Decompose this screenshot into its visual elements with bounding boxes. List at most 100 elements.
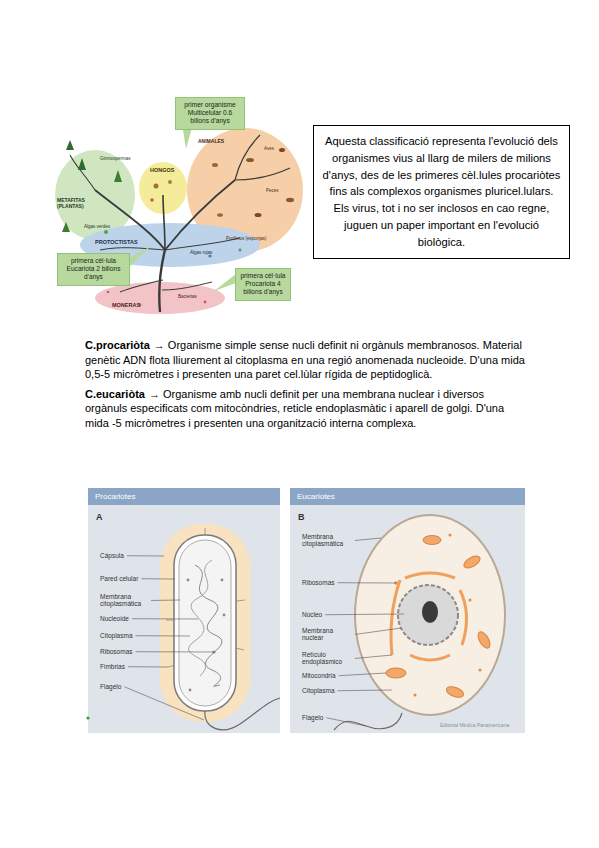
eukaryote-cell-part [449, 534, 452, 537]
part-label: Núcleo [302, 611, 322, 618]
leader-line [127, 555, 164, 556]
part-label: Pared celular [100, 575, 138, 582]
note-box: Aquesta classificació representa l'evolu… [313, 125, 570, 259]
prokaryote-cell-part [187, 579, 190, 582]
prokaryote-cell [160, 524, 280, 730]
prokaryote-cell-part [223, 614, 226, 617]
callout-pointer-part [214, 274, 236, 291]
panel-letter: A [96, 512, 103, 522]
tree-of-life-part [95, 190, 165, 250]
tree-label: Algas verdes [84, 224, 110, 229]
part-label: Citoplasma [302, 687, 335, 694]
leader-line [355, 655, 392, 658]
part-label: Membrana nuclear [302, 627, 352, 642]
tree-of-life-part [212, 163, 218, 167]
bullet-dot [86, 716, 89, 719]
tree-of-life-part [154, 184, 159, 189]
prokaryote-cell-part [195, 565, 222, 686]
tree-label: Peces [266, 188, 279, 193]
tree-label: Algas rojas [190, 250, 212, 255]
eukaryote-cell-part [422, 601, 438, 623]
leader-line [136, 635, 190, 636]
panel-ground-part [88, 505, 280, 733]
tree-of-life-part [165, 180, 235, 250]
tree-of-life-part [217, 213, 223, 217]
prokaryote-cell-part [236, 600, 245, 601]
eukaryote-cell-part [469, 599, 472, 602]
tree-of-life-part [255, 213, 262, 217]
prokaryote-cell-part [221, 579, 224, 582]
tree-of-life-part [168, 180, 172, 184]
leader-line [132, 618, 198, 619]
part-label: Cápsula [100, 552, 124, 559]
panel-title: Procariotes [88, 488, 280, 505]
eukaryote-cell-part [355, 515, 505, 715]
tree-of-life-part [204, 301, 207, 304]
definition-text: → Organisme simple sense nucli definit n… [85, 339, 525, 380]
tree-of-life-part [107, 291, 110, 294]
callout-text: primera cèl·lula Procariota 4 bilions d'… [238, 272, 288, 297]
leader-line [338, 690, 392, 692]
leader-line [128, 666, 168, 667]
part-label: Fimbrias [100, 663, 125, 670]
part-label: Citoplasma [100, 632, 133, 639]
definition-paragraph: C.procariòta→ Organisme simple sense nuc… [85, 338, 525, 382]
term-heading: C.procariòta [85, 339, 150, 351]
tree-of-life [55, 128, 303, 314]
eukaryote-cell-part [423, 536, 441, 545]
tree-of-life-part [286, 198, 294, 202]
bullet-dot-part [86, 716, 89, 719]
tree-of-life-part [239, 249, 242, 252]
tree-of-life-part [235, 168, 290, 180]
eukaryote-cell-part [460, 590, 467, 645]
part-label: Flagelo [302, 714, 323, 721]
prokaryote-cell-part [205, 698, 280, 730]
tree-of-life-part [78, 158, 86, 170]
part-label: Membrana citoplasmática [100, 593, 148, 608]
part-label: Membrana citoplasmática [302, 533, 352, 548]
figure-panel: EucariotesB [290, 488, 525, 733]
watermark: Editorial Médica Panamericana [440, 723, 509, 729]
callout-text: primer organisme Multicelular 0.6 bilion… [178, 101, 242, 126]
eukaryote-cell-part [398, 585, 458, 645]
leader-line [325, 614, 404, 616]
part-label: Retículo endoplásmico [302, 651, 352, 666]
leader-line [339, 673, 386, 676]
prokaryote-cell-part [189, 560, 212, 676]
note-text: Aquesta classificació representa l'evolu… [322, 133, 561, 251]
tree-of-life-part [246, 158, 254, 162]
panel-letter: B [298, 512, 305, 522]
tree-label: ANIMALES [198, 139, 224, 145]
prokaryote-cell-part [189, 689, 192, 692]
panel-ground-part [290, 505, 525, 733]
leader-line [141, 578, 175, 579]
definition-paragraph: C.eucariòta→ Organisme amb nucli definit… [85, 387, 525, 431]
tree-of-life-part [150, 198, 154, 202]
callout-text: primera cèl·lula Eucariota 2 bilions d'a… [60, 257, 127, 282]
callout-pointer-part [129, 246, 151, 267]
figure-panel: ProcariotesA [88, 488, 280, 733]
tree-label: MONERAS [112, 302, 140, 308]
eukaryote-cell [334, 515, 505, 730]
definition-text: → Organisme amb nucli definit per una me… [85, 388, 504, 429]
prokaryote-cell-part [160, 524, 250, 722]
tree-label: Gimnospermas [100, 156, 131, 161]
leader-line [326, 718, 366, 726]
eukaryote-cell-part [445, 685, 465, 700]
eukaryote-cell-part [405, 573, 455, 578]
leader-line [151, 600, 180, 601]
tree-of-life-part [163, 195, 165, 250]
eukaryote-cell-part [476, 630, 493, 650]
leader-line [136, 651, 214, 652]
tree-label: PROTOCTISTAS [95, 239, 138, 245]
leader-line [124, 687, 204, 720]
tree-of-life-part [114, 170, 122, 182]
callout-pointer [129, 124, 236, 291]
eukaryote-cell-part [414, 694, 417, 697]
tree-label: Poríferos (esponjas) [226, 236, 267, 241]
eukaryote-cell-part [386, 668, 406, 678]
leader-line [338, 582, 396, 583]
tree-of-life-part [162, 282, 212, 290]
callout-box: primera cèl·lula Procariota 4 bilions d'… [235, 268, 291, 301]
prokaryote-cell-part [174, 535, 236, 711]
